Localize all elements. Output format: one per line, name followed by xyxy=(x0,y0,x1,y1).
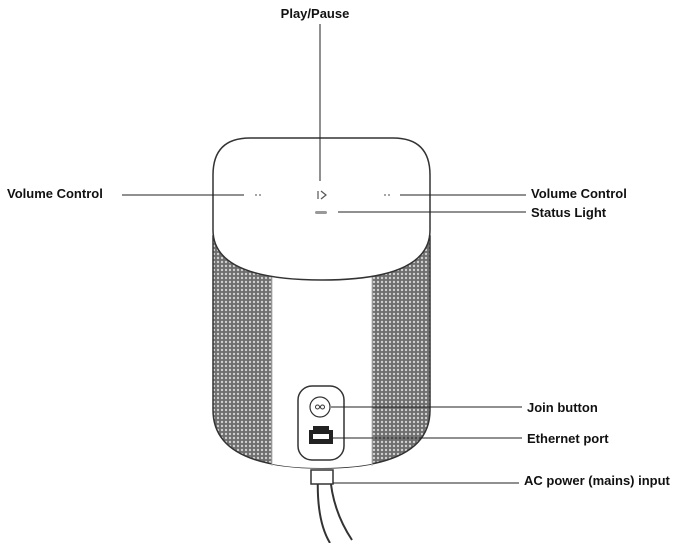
speaker-top-cap xyxy=(212,137,431,281)
label-ac-power-input: AC power (mains) input xyxy=(524,473,670,488)
label-volume-control-right: Volume Control xyxy=(531,186,627,201)
join-icon[interactable] xyxy=(309,396,331,418)
power-cable xyxy=(310,469,353,544)
label-volume-control-left: Volume Control xyxy=(7,186,103,201)
label-play-pause: Play/Pause xyxy=(280,6,350,21)
label-status-light: Status Light xyxy=(531,205,607,220)
callout-lines xyxy=(122,24,526,484)
ethernet-port-icon[interactable] xyxy=(309,426,333,444)
label-ethernet-port: Ethernet port xyxy=(527,431,609,446)
volume-dots-icon[interactable] xyxy=(384,194,390,196)
label-join-button: Join button xyxy=(527,400,598,415)
status-light-icon xyxy=(315,211,327,214)
volume-dots-icon[interactable] xyxy=(255,194,261,196)
play-pause-icon[interactable] xyxy=(317,190,327,200)
